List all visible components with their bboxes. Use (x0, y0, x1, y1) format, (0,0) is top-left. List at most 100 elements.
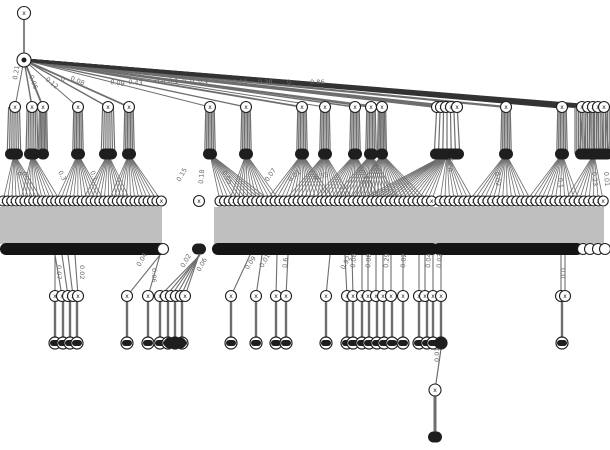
edge-weight-label: 0.01 (433, 348, 441, 362)
tree-edge (426, 153, 448, 202)
tree-edge (373, 106, 376, 155)
node-circle (428, 383, 442, 397)
root-node: x (16, 5, 32, 21)
tree-edge (556, 106, 559, 155)
tree-edge (293, 153, 326, 202)
tree-edge (330, 153, 356, 202)
node-circle (375, 100, 389, 114)
tree-edge (412, 153, 448, 202)
edge-weight-label: 0.1 (168, 77, 179, 85)
level3-node: x (269, 289, 283, 303)
tree-edge (107, 153, 118, 202)
level2-node: x (192, 194, 206, 208)
node-glyph: x (504, 104, 508, 111)
node-glyph: x (389, 293, 393, 300)
tree-edge (505, 153, 508, 202)
node-glyph: x (423, 293, 427, 300)
tree-edge (446, 153, 474, 202)
leaf-core (557, 340, 567, 346)
tree-edge (530, 153, 563, 202)
leaf-pill (5, 148, 23, 160)
level3-node: x (141, 289, 155, 303)
level3-node: x (178, 289, 192, 303)
tree-edge (593, 153, 599, 202)
tree-edge (353, 153, 372, 202)
leaf-node (555, 148, 569, 160)
tree-edge (381, 153, 409, 202)
tree-edge (434, 348, 442, 391)
node-circle (101, 100, 115, 114)
tree-edge (245, 153, 248, 202)
tree-edge (25, 106, 28, 155)
tree-edge (17, 106, 20, 155)
tree-edge (497, 153, 507, 202)
tree-edge (126, 254, 161, 297)
tree-edge (77, 153, 96, 202)
tree-edge (343, 153, 372, 202)
tree-edge (370, 153, 391, 202)
node-circle (450, 100, 464, 114)
edge-weight-label: 0.43 (128, 78, 143, 87)
node-glyph: x (208, 104, 212, 111)
node-glyph: x (229, 293, 233, 300)
leaf-core (122, 340, 132, 346)
node-glyph: x (254, 293, 258, 300)
leaf-node (24, 148, 40, 160)
leaf-node (435, 337, 447, 349)
tree-edge (209, 153, 244, 202)
leaf-node (376, 148, 388, 160)
tree-edge (380, 153, 448, 202)
leaf-fan-block (214, 207, 604, 244)
tree-edge (324, 153, 331, 202)
edge-weight-label: 0.0 (155, 77, 166, 86)
node-glyph: x (380, 104, 384, 111)
tree-edge (302, 153, 326, 202)
leaf-aggregate-bar (433, 243, 583, 255)
edge-weight-label: 0.38 (258, 78, 272, 86)
edge-weight-label: 0.05 (446, 157, 455, 172)
tree-edge (505, 153, 518, 202)
tree-edge (128, 153, 145, 202)
tree-edge (370, 153, 382, 202)
leaf-core (387, 340, 397, 346)
tree-edge (343, 153, 356, 202)
tree-edge (55, 153, 79, 202)
tree-edge (320, 153, 356, 202)
node-circle (8, 100, 22, 114)
level1-node: x (101, 100, 115, 114)
leaf-pill (364, 148, 378, 160)
tree-edge (492, 153, 507, 202)
edge-weight-label: 0. (182, 77, 188, 85)
edge-weight-label: 0. (20, 171, 29, 178)
level3-node: x (120, 289, 134, 303)
edge-weight-label: 0.0 (559, 268, 567, 278)
node-circle (120, 289, 134, 303)
node-circle (319, 289, 333, 303)
node-circle (249, 289, 263, 303)
tree-edge (468, 153, 507, 202)
tree-edge (248, 106, 251, 155)
tree-edge (13, 153, 17, 202)
level2-node: x (155, 195, 167, 207)
level1-node: x (318, 100, 332, 114)
tree-edge (353, 153, 383, 202)
leaf-node (192, 243, 206, 255)
tree-edge (354, 153, 363, 202)
edge-weight-label: 0.55 (313, 170, 329, 181)
tree-edge (6, 106, 10, 155)
bar-end-node (156, 242, 170, 256)
level3-node: x (319, 289, 333, 303)
leaf-pill (192, 243, 206, 255)
tree-edge (23, 59, 211, 108)
node-circle (295, 100, 309, 114)
node-glyph: x (401, 293, 405, 300)
leaf-core (143, 340, 153, 346)
tree-edge (284, 153, 303, 202)
leaf-pill (348, 148, 362, 160)
tree-edge (383, 106, 386, 155)
tree-edge (23, 59, 109, 108)
tree-edge (147, 254, 161, 297)
tree-edge (446, 153, 470, 202)
tree-edge (357, 153, 383, 202)
